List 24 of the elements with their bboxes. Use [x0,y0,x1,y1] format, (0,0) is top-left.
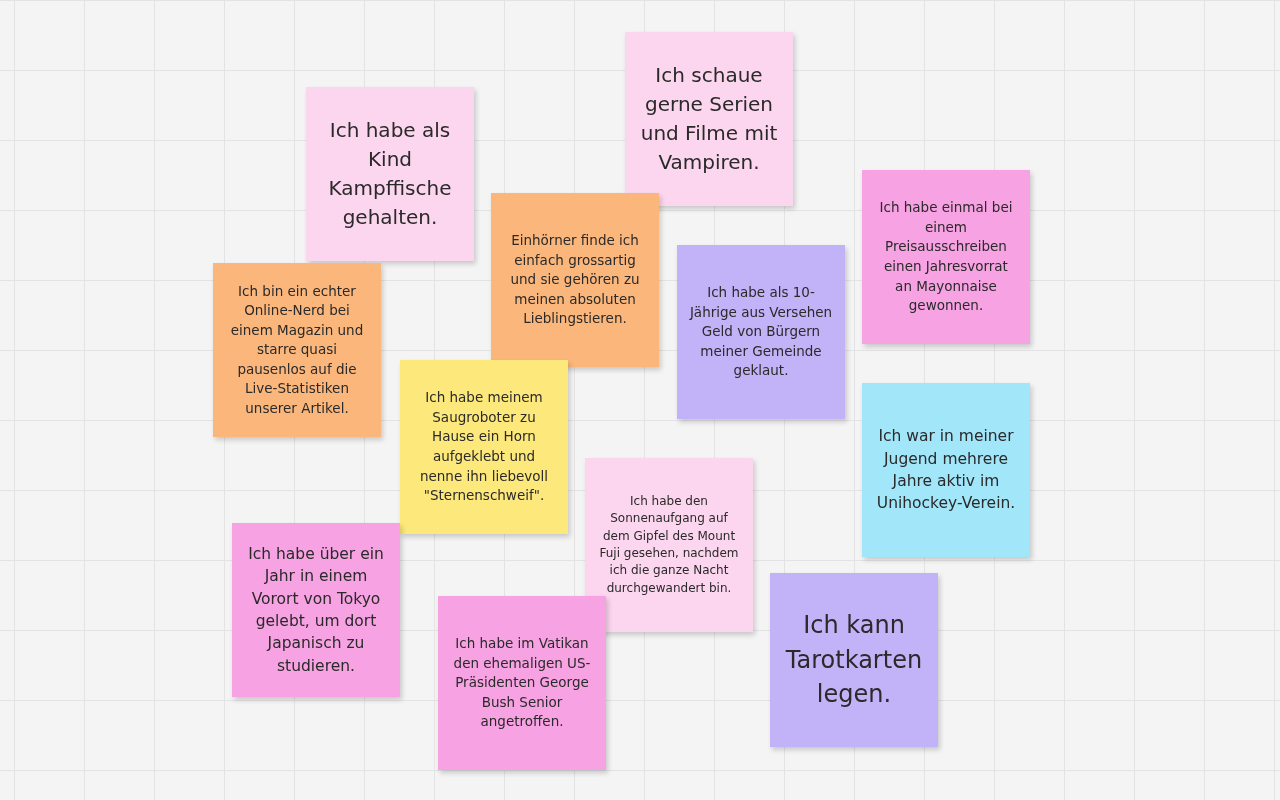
sticky-note [862,170,1030,344]
note-text: Ich war in meiner Jugend mehrere Jahre aktiv im Unihockey-Verein. [875,426,1017,515]
note-text: Ich habe über ein Jahr in einem Vorort von Tokyo gelebt, um dort Japanisch zu studieren. [247,543,385,677]
sticky-note [625,32,793,206]
sticky-note [400,360,568,534]
sticky-note [438,596,606,770]
sticky-note [491,193,659,367]
note-text: Ich habe als Kind Kampffische gehalten. [327,117,453,231]
sticky-note [770,573,938,747]
sticky-note [232,523,400,697]
sticky-note [677,245,845,419]
sticky-note [306,87,474,261]
note-text: Ich bin ein echter Online-Nerd bei einem Magazin und starre quasi pausenlos auf die Live-Statistiken unserer Artikel. [229,281,365,418]
note-text: Ich schaue gerne Serien und Filme mit Vampiren. [639,62,779,176]
note-text: Ich habe als 10-Jährige aus Versehen Geld von Bürgern meiner Gemeinde geklaut. [689,283,833,381]
note-text: Ich habe den Sonnenaufgang auf dem Gipfel des Mount Fuji gesehen, nachdem ich die ganze Nacht durchgewandert bin. [598,492,740,597]
sticky-note [585,458,753,632]
note-text: Ich habe einmal bei einem Preisausschreiben einen Jahresvorrat an Mayonnaise gewonnen. [878,198,1014,316]
note-text: Ich habe im Vatikan den ehemaligen US-Präsidenten George Bush Senior angetroffen. [452,634,592,732]
note-text: Ich habe meinem Saugroboter zu Hause ein Horn aufgeklebt und nenne ihn liebevoll "Sternenschweif". [418,388,550,506]
sticky-note [213,263,381,437]
note-text: Ich kann Tarotkarten legen. [784,609,924,711]
note-text: Einhörner finde ich einfach grossartig und sie gehören zu meinen absoluten Lieblingstieren. [509,231,641,329]
sticky-note [862,383,1030,557]
